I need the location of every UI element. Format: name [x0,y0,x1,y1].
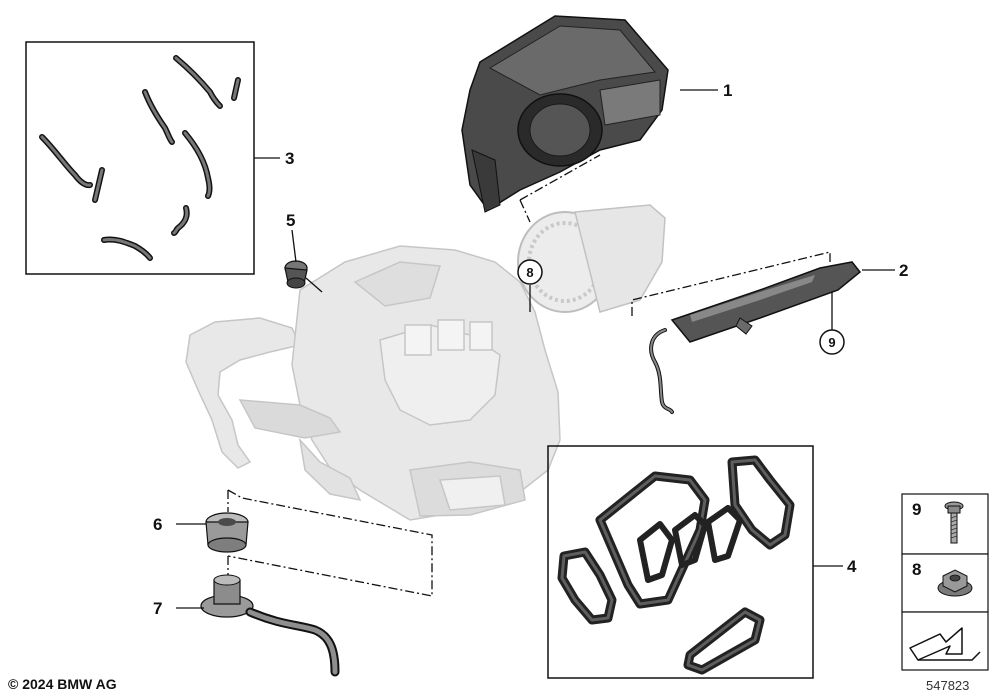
circle-callout-9-label: 9 [828,335,835,350]
part-3-hoses [39,55,241,261]
circle-callout-8-label: 8 [526,265,533,280]
diagram-id: 547823 [926,678,970,693]
blower-motor-ghost [517,204,666,313]
hvac-housing-ghost [185,245,561,521]
callout-part-5[interactable]: 5 [286,211,295,230]
callout-part-2[interactable]: 2 [899,261,908,280]
circle-callout-8[interactable]: 8 [517,259,543,285]
callout-part-6[interactable]: 6 [153,515,162,534]
bolt-icon [944,501,964,544]
callout-part-3[interactable]: 3 [285,149,294,168]
leader-lines [176,89,895,609]
dash-dot-lines [227,154,831,597]
part-2-bracket-with-cable [649,261,862,414]
part-6-drain-grommet [205,512,249,553]
circle-callout-9[interactable]: 9 [819,329,845,355]
legend-number-9: 9 [912,500,921,519]
legend-panel: 9 8 [901,493,989,671]
part-4-gaskets [557,455,795,675]
callout-part-4[interactable]: 4 [847,557,857,576]
copyright-text: © 2024 BMW AG [8,676,117,692]
callout-part-1[interactable]: 1 [723,81,732,100]
part-5-grommet [284,260,308,289]
legend-number-8: 8 [912,560,921,579]
callout-part-7[interactable]: 7 [153,599,162,618]
part-1-housing-cover [461,15,669,213]
hex-nut-icon [937,569,973,597]
part-7-drain-hose [200,574,340,677]
part-4-box [547,445,814,679]
legend-cell-9[interactable] [901,493,989,555]
direction-arrow-icon [909,627,981,661]
